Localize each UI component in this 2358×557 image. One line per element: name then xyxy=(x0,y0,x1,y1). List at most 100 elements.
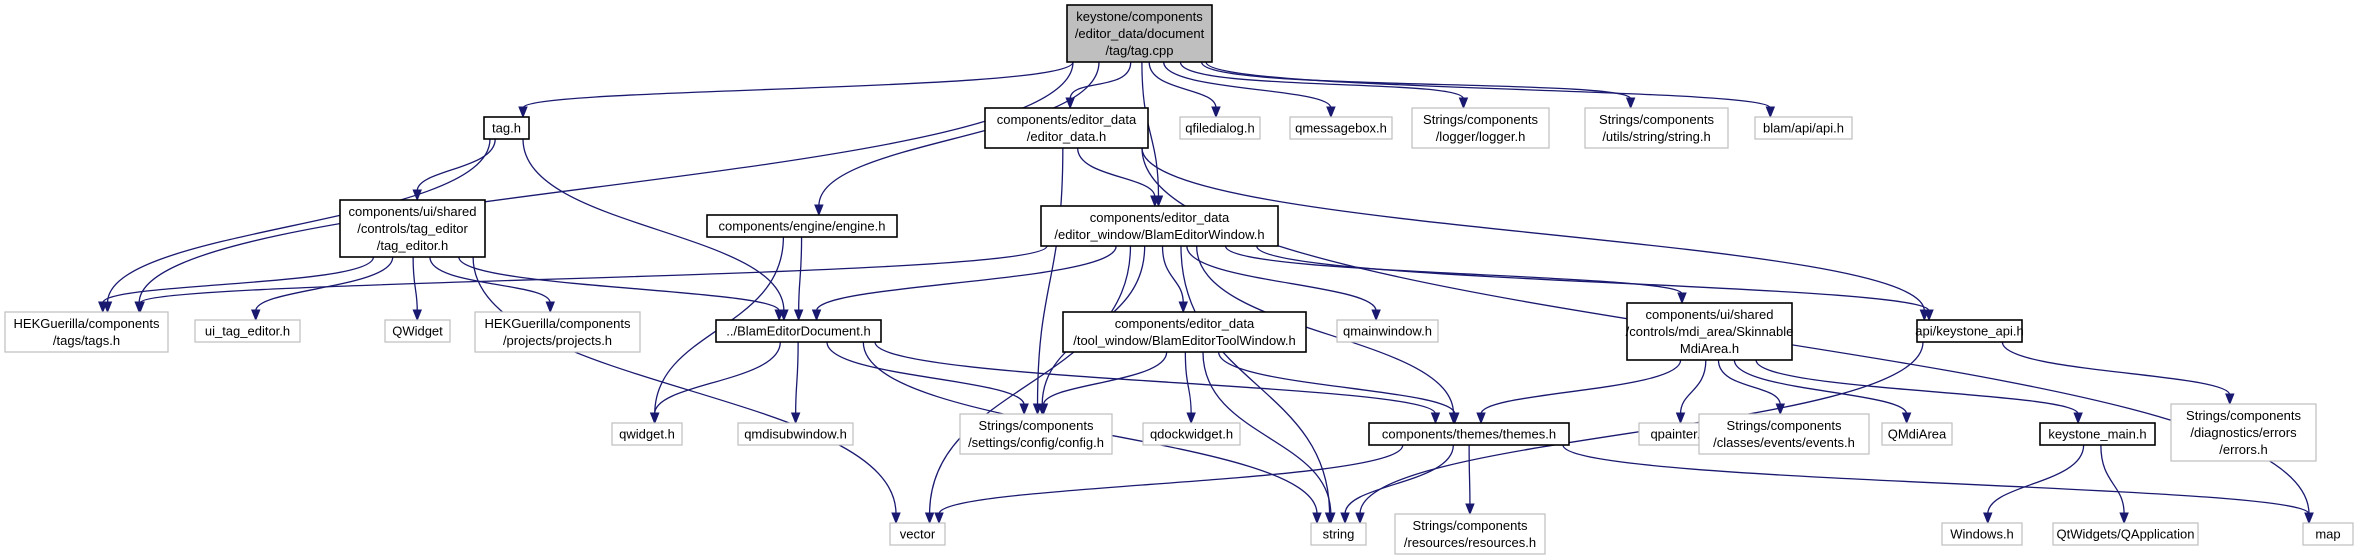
dependency-edge xyxy=(1163,61,1332,109)
node-label-line: /tool_window/BlamEditorToolWindow.h xyxy=(1073,333,1296,348)
node-box xyxy=(1626,302,1793,361)
node-label-line: QMdiArea xyxy=(1888,427,1947,442)
node-box xyxy=(2052,522,2199,546)
file-node-keystone-api[interactable]: api/keystone_api.h xyxy=(1915,319,2024,343)
node-box xyxy=(1142,422,1241,446)
dependency-edge xyxy=(1480,359,1682,415)
node-label-line: MdiArea.h xyxy=(1680,341,1739,356)
dependency-edge xyxy=(1184,351,1192,415)
edge-arrowhead xyxy=(1371,309,1381,322)
edge-arrowhead xyxy=(1355,512,1365,525)
edge-arrowhead xyxy=(790,412,801,425)
edge-arrowhead xyxy=(1326,106,1336,119)
dependency-edge xyxy=(815,245,1117,312)
node-label-line: qmessagebox.h xyxy=(1295,121,1387,136)
file-node-qfiledialog: qfiledialog.h xyxy=(1179,116,1261,140)
file-node-bed[interactable]: ../BlamEditorDocument.h xyxy=(715,319,882,343)
node-box xyxy=(474,311,641,353)
node-box xyxy=(1040,205,1279,247)
dependency-edge xyxy=(1468,444,1471,506)
node-label-line: keystone_main.h xyxy=(2048,427,2146,442)
node-label-line: /tags/tags.h xyxy=(53,333,120,348)
dependency-edge xyxy=(1679,359,1707,415)
node-label-line: /controls/mdi_area/Skinnable xyxy=(1626,324,1794,339)
node-label-line: qdockwidget.h xyxy=(1150,427,1233,442)
edge-arrowhead xyxy=(1211,106,1221,119)
file-node-projects: HEKGuerilla/components/projects/projects… xyxy=(474,311,641,353)
file-node-string-h: Strings/components/utils/string/string.h xyxy=(1584,107,1729,149)
dependency-edge xyxy=(938,444,1404,515)
node-box xyxy=(384,319,451,343)
node-label-line: /tag/tag.cpp xyxy=(1106,43,1174,58)
file-node-editor-data-h[interactable]: components/editor_data/editor_data.h xyxy=(984,107,1149,149)
dependency-edge xyxy=(1186,245,1377,312)
dependency-edge xyxy=(1069,61,1132,100)
file-node-tag-h[interactable]: tag.h xyxy=(483,116,530,140)
edge-arrowhead xyxy=(811,309,822,322)
node-box xyxy=(483,116,530,140)
file-node-qmainwindow: qmainwindow.h xyxy=(1336,319,1439,343)
dependency-edge xyxy=(1200,61,1632,100)
node-label-line: /projects/projects.h xyxy=(503,333,612,348)
file-node-betw[interactable]: components/editor_data/tool_window/BlamE… xyxy=(1062,311,1307,353)
file-node-map: map xyxy=(2302,522,2354,546)
dependency-edge xyxy=(1148,61,1217,109)
dependency-edge xyxy=(255,256,394,312)
edge-arrowhead xyxy=(1465,503,1475,516)
dependency-edge xyxy=(1344,444,1454,515)
node-label-line: tag.h xyxy=(492,121,521,136)
file-node-root[interactable]: keystone/components/editor_data/document… xyxy=(1066,4,1213,63)
dependency-edge xyxy=(1717,359,1781,406)
dependency-edge xyxy=(1195,245,1455,415)
dependency-edge xyxy=(458,256,780,312)
node-label-line: /editor_data/document xyxy=(1075,26,1205,41)
edge-arrowhead xyxy=(1340,512,1350,525)
dependency-edge xyxy=(1987,444,2085,515)
node-box xyxy=(715,319,882,343)
dependency-edge xyxy=(1180,245,1331,515)
file-node-qmdiarea: QMdiArea xyxy=(1881,422,1953,446)
file-node-themes[interactable]: components/themes/themes.h xyxy=(1368,422,1570,446)
edge-arrowhead xyxy=(1019,403,1029,416)
node-label-line: /editor_data.h xyxy=(1027,129,1107,144)
node-box xyxy=(1584,107,1729,149)
file-node-tag-editor[interactable]: components/ui/shared/controls/tag_editor… xyxy=(339,199,486,258)
dependency-edge xyxy=(1141,147,1925,312)
node-box xyxy=(1411,107,1550,149)
node-box xyxy=(4,311,169,353)
node-box xyxy=(1289,116,1393,140)
file-node-resources: Strings/components/resources/resources.h xyxy=(1394,513,1546,555)
file-node-mdi[interactable]: components/ui/shared/controls/mdi_area/S… xyxy=(1626,302,1794,361)
file-node-bew[interactable]: components/editor_data/editor_window/Bla… xyxy=(1040,205,1279,247)
node-label-line: /resources/resources.h xyxy=(1404,535,1536,550)
file-node-windows: Windows.h xyxy=(1941,522,2023,546)
node-box xyxy=(889,522,946,546)
dependency-edge xyxy=(1256,245,1930,312)
dependency-edge xyxy=(106,138,491,304)
edge-arrowhead xyxy=(1458,97,1469,110)
node-label-line: HEKGuerilla/components xyxy=(485,316,631,331)
node-label-line: /controls/tag_editor xyxy=(357,221,468,236)
node-label-line: components/ui/shared xyxy=(349,204,477,219)
file-node-keystone-main[interactable]: keystone_main.h xyxy=(2039,422,2156,446)
node-box xyxy=(984,107,1149,149)
node-label-line: Strings/components xyxy=(2186,408,2301,423)
dependency-edge xyxy=(1205,61,1771,109)
node-box xyxy=(2170,403,2317,462)
node-box xyxy=(1179,116,1261,140)
node-label-line: /classes/events/events.h xyxy=(1713,435,1855,450)
file-node-ui-tag-editor: ui_tag_editor.h xyxy=(194,319,301,343)
edge-arrowhead xyxy=(545,301,555,314)
dependency-edge xyxy=(522,61,1074,109)
file-node-qwidget: qwidget.h xyxy=(611,422,683,446)
node-label-line: qmainwindow.h xyxy=(1343,324,1432,339)
edge-arrowhead xyxy=(934,512,944,525)
file-node-engine[interactable]: components/engine/engine.h xyxy=(706,214,898,238)
node-label-line: /errors.h xyxy=(2219,442,2267,457)
file-node-string: string xyxy=(1310,522,1367,546)
node-label-line: /diagnostics/errors xyxy=(2190,425,2297,440)
edge-arrowhead xyxy=(1312,512,1322,525)
node-box xyxy=(1698,413,1870,455)
node-label-line: components/engine/engine.h xyxy=(719,219,886,234)
dependency-edge xyxy=(1562,444,2310,515)
